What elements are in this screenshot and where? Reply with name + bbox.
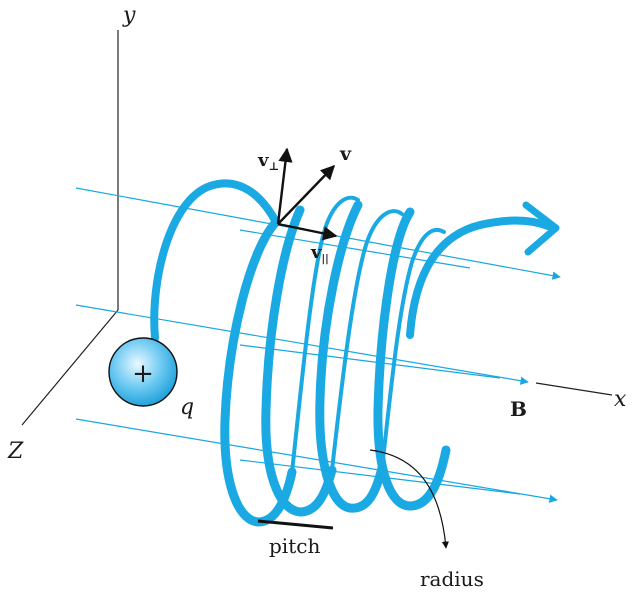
helix-path	[150, 179, 560, 527]
x-axis-label: x	[614, 387, 627, 412]
v-parallel-label: v||	[310, 242, 329, 265]
v-parallel-arrow	[277, 222, 338, 241]
helix-loop-2	[261, 205, 337, 517]
charge: +	[108, 337, 178, 407]
velocity-vectors	[276, 147, 338, 241]
z-axis	[21, 309, 119, 426]
pitch-bar	[257, 519, 334, 530]
annotations	[257, 449, 450, 549]
field-label: B	[510, 397, 527, 421]
helix-loop-2-back	[330, 209, 404, 472]
field-lines-front	[239, 229, 521, 495]
v-perp-label: v⊥	[257, 150, 279, 173]
x-axis	[535, 382, 613, 396]
charge-sign: +	[132, 359, 154, 389]
helix-loop-3	[315, 200, 387, 513]
radius-label: radius	[420, 567, 484, 591]
z-axis-label: Z	[7, 439, 24, 464]
helix-final-arc	[406, 216, 552, 339]
helix-arrow-head	[522, 201, 560, 256]
v-label: v	[339, 143, 352, 165]
y-axis-label: y	[122, 3, 136, 28]
helix-loop-3-back	[380, 227, 446, 470]
helix-loop-1	[220, 217, 297, 527]
helix-start-arc	[150, 179, 280, 342]
v-perp-arrow	[276, 147, 293, 225]
helix-loop-4	[373, 207, 451, 511]
charge-sphere	[108, 337, 178, 407]
helix-loop-1-back	[290, 195, 360, 474]
v-arrow	[277, 164, 336, 225]
field-line-bottom	[75, 418, 558, 503]
charge-label: q	[180, 395, 194, 420]
axes	[21, 30, 613, 426]
radius-arrow	[369, 449, 450, 549]
pitch-label: pitch	[269, 534, 320, 558]
